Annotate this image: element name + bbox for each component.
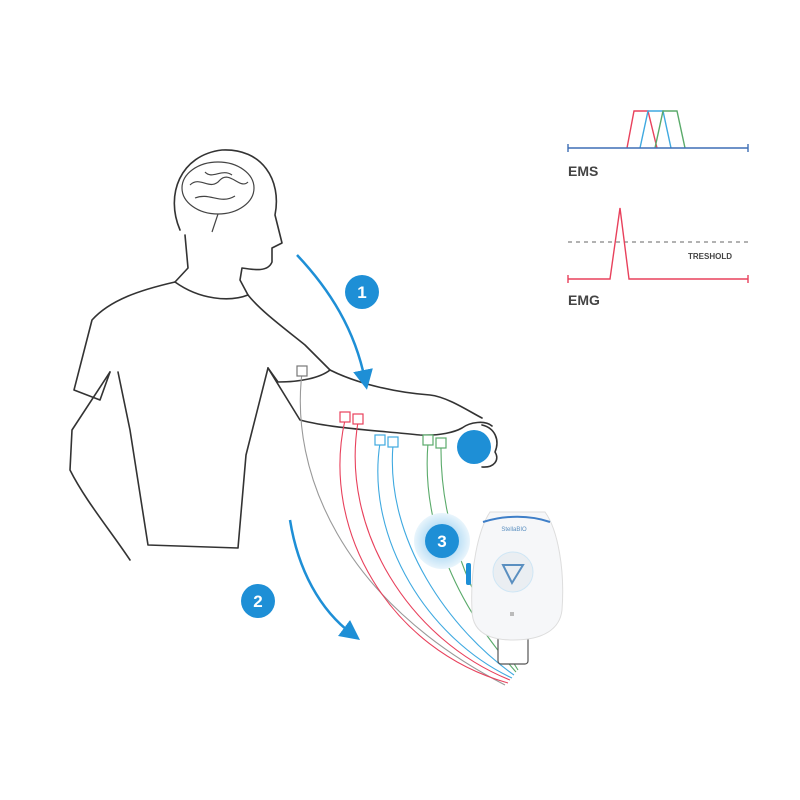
step-1-badge: 1 — [345, 275, 379, 309]
stimulator-device: StellaBIO — [466, 511, 564, 665]
device-brand: StellaBIO — [501, 527, 527, 533]
brain-icon — [181, 161, 255, 233]
ems-pulse-blue — [639, 110, 672, 149]
svg-text:3: 3 — [437, 532, 446, 551]
ball — [457, 430, 491, 464]
arrow-2 — [288, 519, 360, 641]
electrode-red — [339, 411, 351, 423]
threshold-label: TRESHOLD — [688, 252, 732, 261]
person-outline — [69, 149, 498, 561]
electrode-green — [422, 434, 434, 446]
ems-label: EMS — [568, 163, 598, 179]
device-logo — [492, 551, 534, 593]
step-2-badge: 2 — [241, 584, 275, 618]
emg-chart — [567, 207, 749, 283]
electrode-green — [435, 437, 447, 449]
svg-text:2: 2 — [253, 592, 262, 611]
electrode-blue — [387, 436, 399, 448]
ems-pulse-red — [626, 110, 658, 149]
step-3-badge: 3 — [425, 524, 459, 558]
svg-text:1: 1 — [357, 283, 366, 302]
ems-chart — [567, 110, 749, 152]
ems-pulse-green — [654, 110, 686, 149]
electrode-wires — [299, 372, 519, 686]
electrode-blue — [374, 434, 386, 446]
electrode-reference — [296, 365, 308, 377]
arrow-1 — [296, 254, 373, 390]
emg-signal — [568, 207, 748, 280]
electrode-red — [352, 413, 364, 425]
electrodes — [296, 365, 447, 449]
emg-label: EMG — [568, 292, 600, 308]
